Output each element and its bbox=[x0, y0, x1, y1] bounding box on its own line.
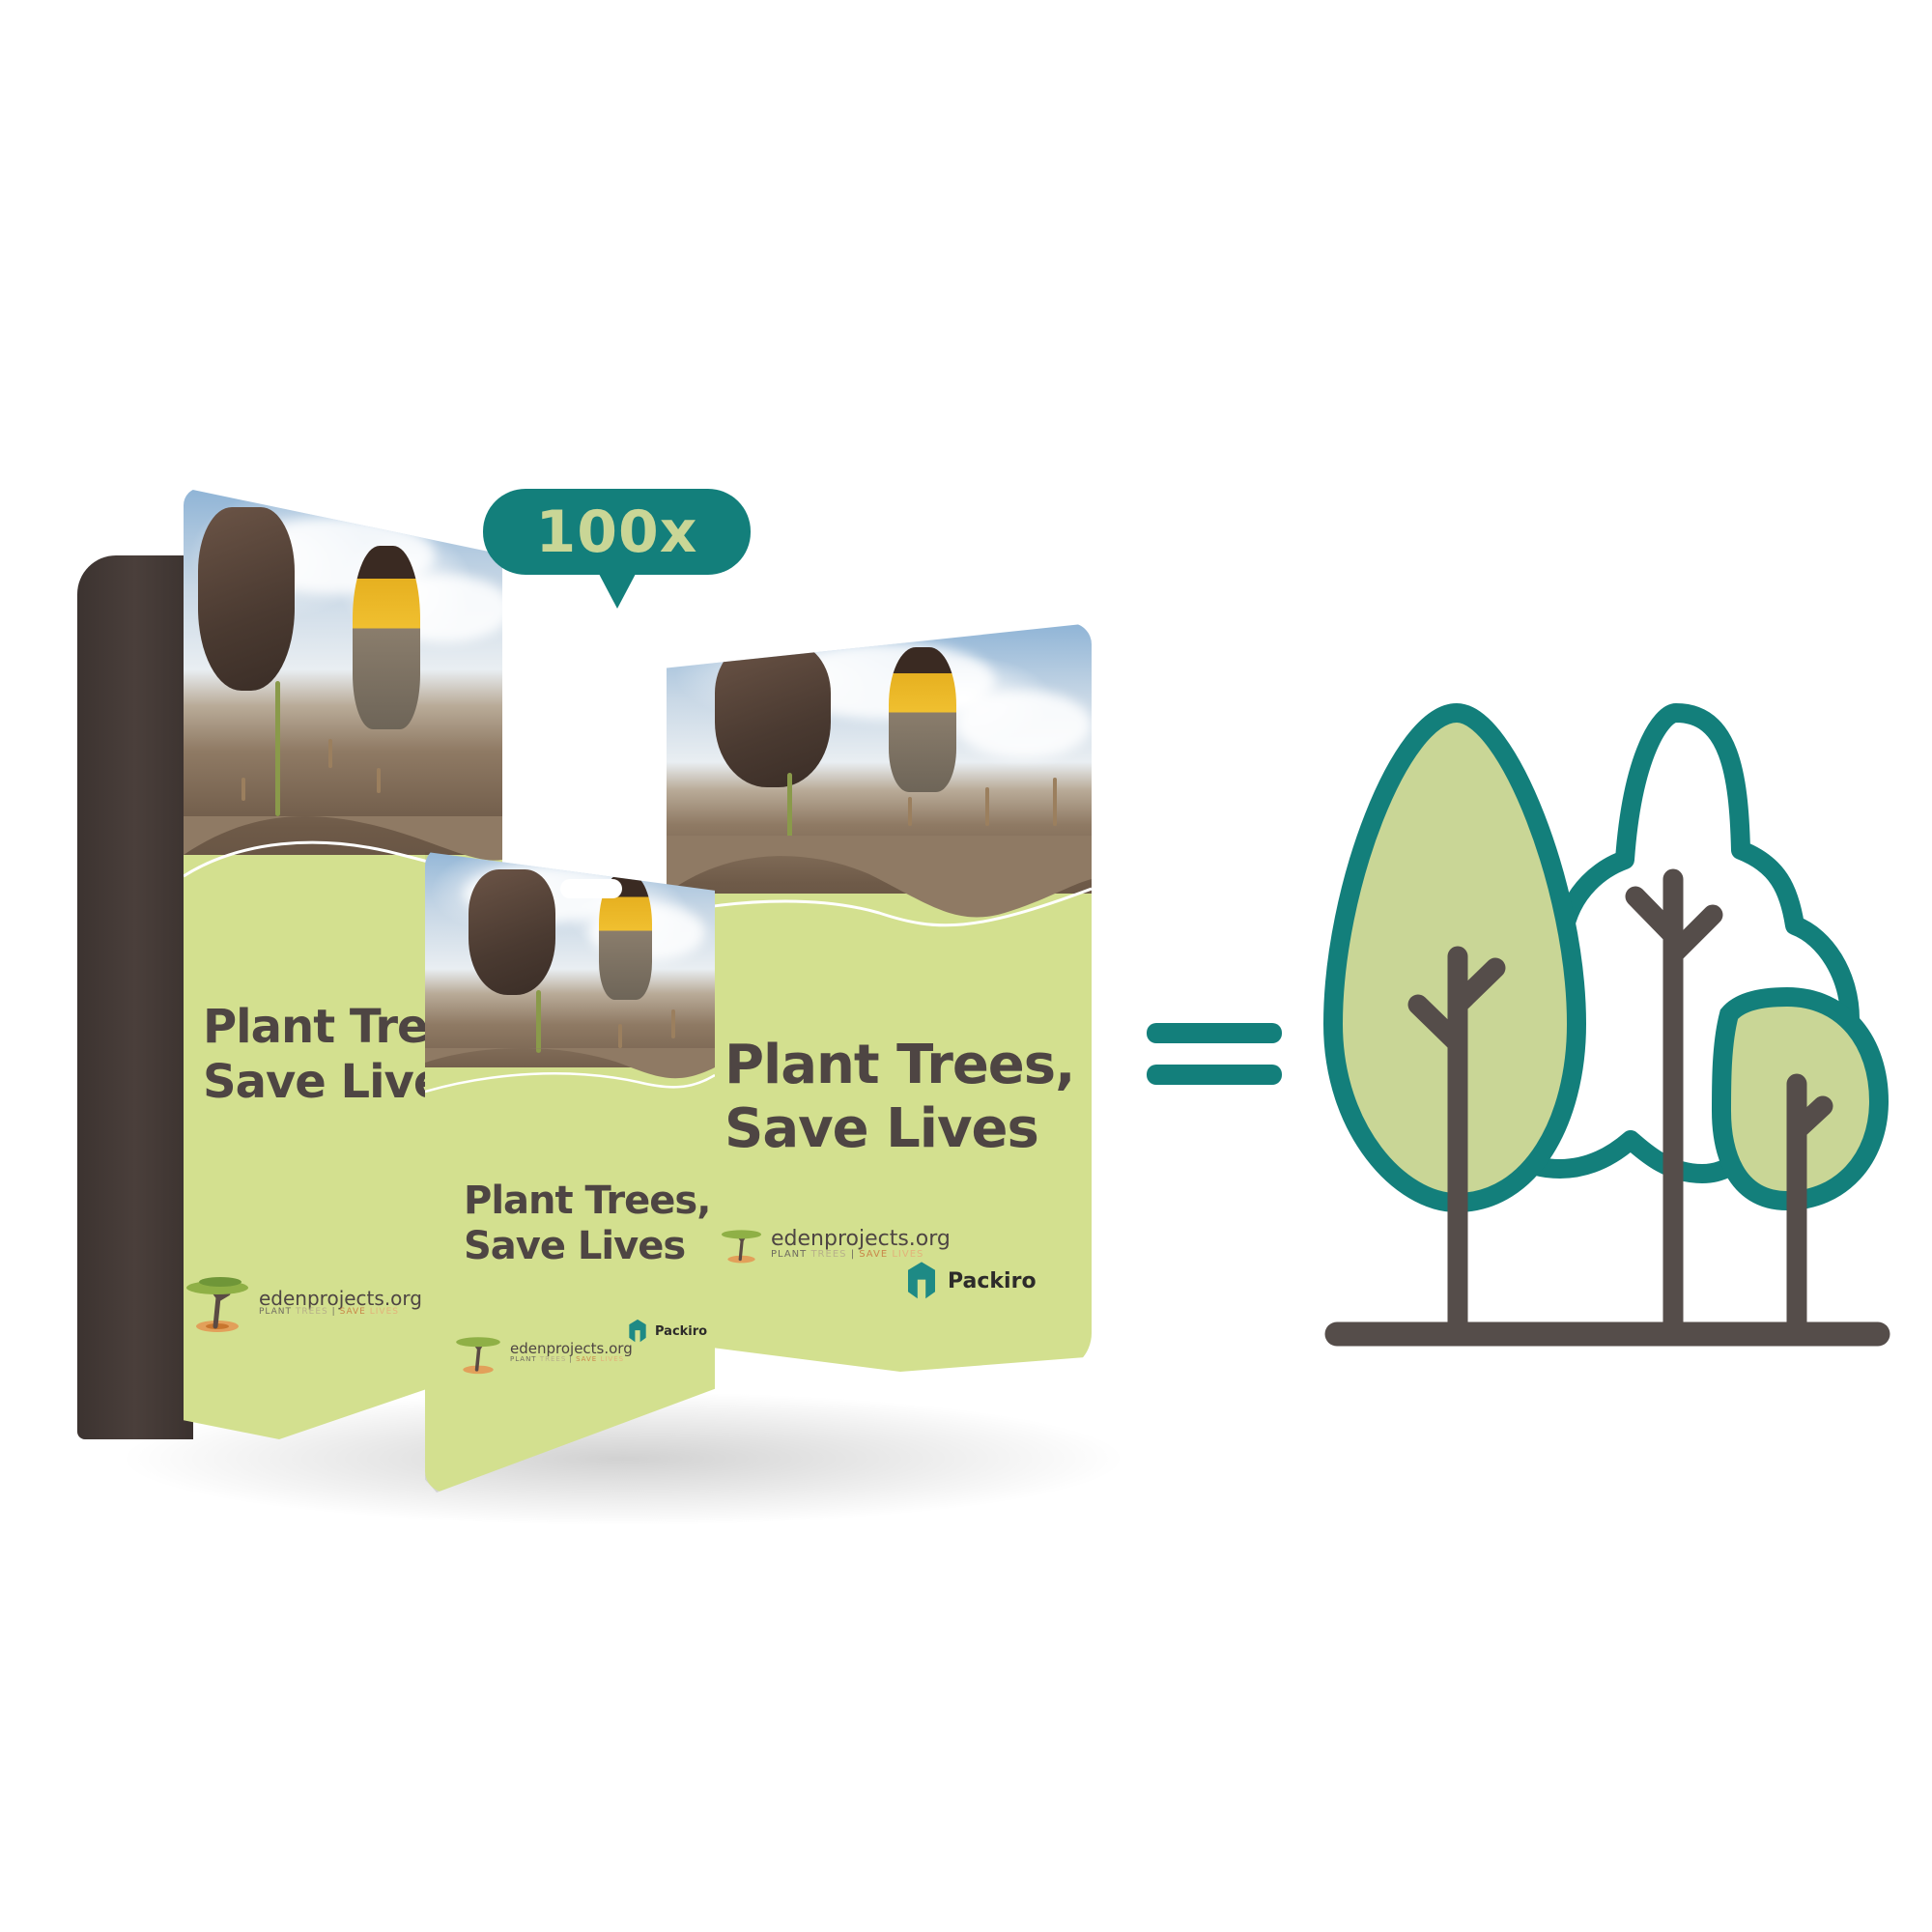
medium-pouch: Plant Trees, Save Lives edenprojects.org… bbox=[667, 623, 1092, 1372]
bag-side-gusset bbox=[77, 555, 193, 1439]
eden-projects-logo: edenprojects.org PLANT TREES | SAVE LIVE… bbox=[454, 1328, 633, 1377]
acacia-tree-hand-icon bbox=[456, 1337, 500, 1375]
tree-planting-photo bbox=[184, 488, 502, 942]
eden-tagline: PLANT TREES | SAVE LIVES bbox=[510, 1355, 625, 1363]
equals-bar-bottom bbox=[1147, 1065, 1282, 1085]
packiro-brand-text: Packiro bbox=[948, 1268, 1037, 1293]
packiro-logo: Packiro bbox=[903, 1261, 1037, 1301]
eden-domain-text: edenprojects.org bbox=[510, 1340, 633, 1357]
planter-hand-figure bbox=[198, 507, 295, 691]
headline-line-1: Plant Trees, bbox=[724, 1034, 1075, 1096]
multiplier-speech-bubble: 100x bbox=[483, 489, 751, 609]
planter-person-figure bbox=[889, 647, 956, 792]
hang-hole bbox=[560, 879, 622, 898]
pouch-front-panel: Plant Trees, Save Lives edenprojects.org… bbox=[667, 623, 1092, 1372]
pouch-front-panel: Plant Trees, Save Lives edenprojects.org… bbox=[425, 851, 715, 1492]
headline: Plant Trees, Save Lives bbox=[464, 1179, 711, 1269]
wave-divider bbox=[425, 1048, 715, 1094]
large-bag: Plant Trees, Save Lives edenprojects.org… bbox=[77, 488, 502, 1439]
planter-person-figure bbox=[353, 546, 420, 729]
green-label-panel bbox=[667, 836, 1092, 1372]
eden-domain-text: edenprojects.org bbox=[259, 1286, 422, 1310]
packiro-logo-icon bbox=[629, 1319, 646, 1343]
speech-bubble-tail bbox=[599, 574, 636, 609]
acacia-tree-hand-icon bbox=[721, 1230, 762, 1264]
eden-tagline: PLANT TREES | SAVE LIVES bbox=[771, 1248, 924, 1260]
planter-hand-figure bbox=[715, 642, 831, 787]
equals-bar-top bbox=[1147, 1023, 1282, 1043]
multiplier-label: 100x bbox=[535, 497, 698, 566]
packiro-logo-icon bbox=[908, 1262, 935, 1299]
packiro-brand-text: Packiro bbox=[655, 1323, 708, 1339]
tree-trunks bbox=[1407, 868, 1833, 1344]
eden-domain-text: edenprojects.org bbox=[771, 1226, 951, 1251]
eden-projects-logo: edenprojects.org PLANT TREES | SAVE LIVE… bbox=[720, 1217, 951, 1270]
wave-divider bbox=[667, 836, 1092, 927]
planter-hand-figure bbox=[469, 869, 555, 995]
trees-icon bbox=[1323, 702, 1890, 1347]
small-pouch: Plant Trees, Save Lives edenprojects.org… bbox=[425, 845, 715, 1492]
green-label-panel bbox=[425, 1048, 715, 1492]
eden-tagline: PLANT TREES | SAVE LIVES bbox=[259, 1306, 399, 1317]
headline-line-1: Plant Trees, bbox=[464, 1179, 711, 1223]
acacia-tree-hand-icon bbox=[186, 1277, 248, 1332]
eden-projects-logo: edenprojects.org PLANT TREES | SAVE LIVE… bbox=[184, 1268, 463, 1336]
headline-line-2: Save Lives bbox=[724, 1097, 1039, 1161]
headline-line-2: Save Lives bbox=[464, 1224, 686, 1269]
packiro-logo: Packiro bbox=[628, 1319, 707, 1344]
multiplier-pill: 100x bbox=[483, 489, 751, 575]
headline: Plant Trees, Save Lives bbox=[724, 1034, 1075, 1161]
